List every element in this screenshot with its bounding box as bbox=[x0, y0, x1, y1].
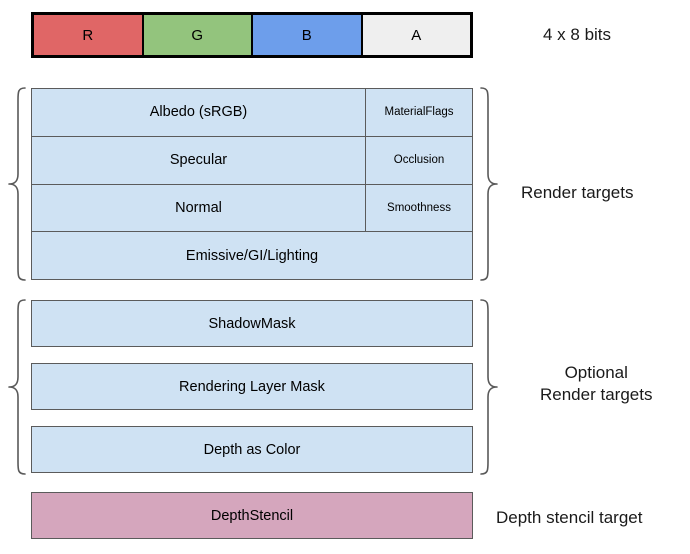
channel-cell-r: R bbox=[34, 15, 144, 55]
render-target-material-flags: MaterialFlags bbox=[384, 106, 454, 119]
render-targets-annotation: Render targets bbox=[521, 183, 634, 202]
render-target-emissive-gi-lighting: Emissive/GI/Lighting bbox=[185, 247, 319, 264]
table-row: Normal Smoothness bbox=[32, 184, 472, 233]
brace-left-optional-render-targets bbox=[8, 299, 26, 475]
render-target-occlusion: Occlusion bbox=[393, 154, 445, 167]
depth-stencil-annotation: Depth stencil target bbox=[496, 508, 643, 527]
depth-stencil-bar: DepthStencil bbox=[31, 492, 473, 539]
render-target-normal: Normal bbox=[32, 184, 366, 232]
table-row: Emissive/GI/Lighting bbox=[32, 232, 472, 279]
render-target-albedo: Albedo (sRGB) bbox=[32, 89, 366, 136]
table-row: Specular Occlusion bbox=[32, 136, 472, 185]
channel-bar-annotation: 4 x 8 bits bbox=[543, 25, 612, 44]
channel-cell-g: G bbox=[143, 15, 253, 55]
table-row: Albedo (sRGB) MaterialFlags bbox=[32, 89, 472, 137]
render-target-smoothness: Smoothness bbox=[387, 201, 451, 214]
rgba-channel-bar: R G B A bbox=[31, 12, 473, 58]
optional-render-targets-annotation: Optional Render targets bbox=[540, 363, 653, 405]
channel-cell-a: A bbox=[362, 15, 470, 55]
render-targets-table: Albedo (sRGB) MaterialFlags Specular Occ… bbox=[31, 88, 473, 280]
channel-cell-b: B bbox=[253, 15, 363, 55]
brace-left-render-targets bbox=[8, 87, 26, 281]
render-target-specular: Specular bbox=[32, 136, 366, 184]
optional-render-target-depth-as-color: Depth as Color bbox=[31, 426, 473, 473]
brace-right-render-targets bbox=[480, 87, 498, 281]
optional-render-target-shadowmask: ShadowMask bbox=[31, 300, 473, 347]
brace-right-optional-render-targets bbox=[480, 299, 498, 475]
optional-render-target-rendering-layer-mask: Rendering Layer Mask bbox=[31, 363, 473, 410]
